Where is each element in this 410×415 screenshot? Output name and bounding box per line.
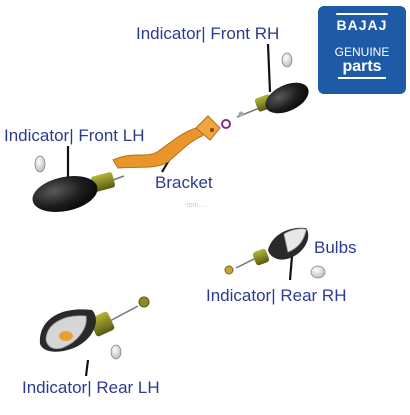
rear-lh-indicator <box>39 296 150 360</box>
front-lh-indicator <box>32 155 125 212</box>
leader-rear-lh <box>84 359 90 377</box>
bracket-part <box>112 115 231 169</box>
front-rh-bulb <box>281 52 293 68</box>
label-rear-rh: Indicator| Rear RH <box>206 286 347 305</box>
leader-front-rh <box>266 43 272 93</box>
label-rear-lh: Indicator| Rear LH <box>22 378 160 397</box>
rear-lh-bulb <box>110 344 122 360</box>
rear-rh-bulb <box>310 265 326 279</box>
label-front-lh: Indicator| Front LH <box>4 126 145 145</box>
label-front-rh: Indicator| Front RH <box>136 24 280 43</box>
front-rh-indicator <box>236 52 309 118</box>
rear-rh-nut <box>224 265 234 275</box>
bracket-washer <box>221 119 231 129</box>
leader-rear-rh <box>288 255 294 281</box>
watermark: -rpm..... <box>184 202 209 209</box>
rear-lh-nut <box>138 296 150 308</box>
rear-rh-indicator <box>224 227 326 279</box>
front-lh-bulb <box>34 155 46 173</box>
label-bulbs: Bulbs <box>314 238 357 257</box>
logo-line2: GENUINE <box>334 45 390 59</box>
logo-line3: parts <box>318 58 406 79</box>
bajaj-genuine-parts-logo: BAJAJ GENUINE parts <box>318 6 406 94</box>
logo-brand: BAJAJ <box>318 13 406 33</box>
label-bracket: Bracket <box>155 173 213 192</box>
